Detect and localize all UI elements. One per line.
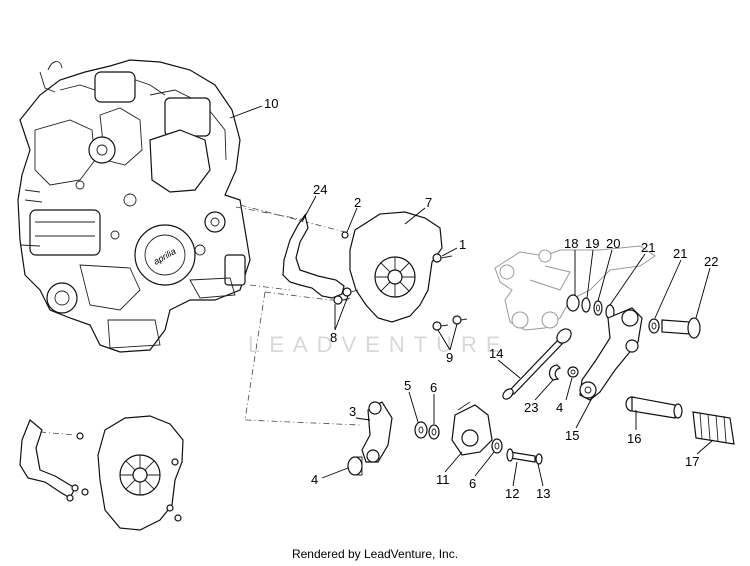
callout-10: 10 [264,96,278,111]
callout-6-lower: 6 [469,476,476,491]
callout-24: 24 [313,182,327,197]
bolt-1[interactable] [432,253,453,263]
gear-sensor[interactable] [451,401,493,456]
callout-6-upper: 6 [430,380,437,395]
callout-4-upper: 4 [556,400,563,415]
bolt-9[interactable] [432,315,468,331]
shift-arm[interactable] [361,401,393,463]
callout-1: 1 [459,237,466,252]
washer-20[interactable] [593,300,603,316]
callout-17: 17 [685,454,699,469]
shift-lever[interactable] [579,307,643,401]
bushing-18[interactable] [566,294,580,312]
callout-21-right: 21 [673,246,687,261]
leader-lines [229,105,714,487]
washer-6-lower[interactable] [491,438,503,454]
callout-3: 3 [349,404,356,419]
shift-rod[interactable] [501,326,574,401]
washer-13[interactable] [535,453,543,465]
screw-12[interactable] [506,448,536,463]
footer-credit: Rendered by LeadVenture, Inc. [291,547,459,561]
callout-9: 9 [446,350,453,365]
sprocket-cover[interactable] [349,211,443,323]
engine-assembly[interactable]: aprilia [17,59,251,353]
callout-21-left: 21 [641,240,655,255]
callout-14: 14 [489,346,503,361]
callouts: 10 24 2 7 1 8 9 18 19 20 21 21 22 14 23 … [264,96,718,501]
callout-13: 13 [536,486,550,501]
callout-16: 16 [627,431,641,446]
callout-8: 8 [330,330,337,345]
rubber-peg[interactable] [692,411,735,445]
peg-pin[interactable] [625,396,683,419]
pivot-pin[interactable] [661,317,701,339]
callout-12: 12 [505,486,519,501]
cover-assembly-lower[interactable] [19,415,184,531]
watermark: LEADVENTURE [248,332,510,357]
callout-22: 22 [704,254,718,269]
bushing-4-lower[interactable] [347,456,363,476]
washer-5[interactable] [414,421,428,439]
callout-19: 19 [585,236,599,251]
circlip[interactable] [548,364,562,381]
washer-21-right[interactable] [648,318,660,334]
callout-2: 2 [354,195,361,210]
nut-4-upper[interactable] [567,366,579,378]
callout-18: 18 [564,236,578,251]
callout-4-lower: 4 [311,472,318,487]
washer-2[interactable] [341,231,349,239]
callout-20: 20 [606,236,620,251]
callout-15: 15 [565,428,579,443]
callout-7: 7 [425,195,432,210]
callout-5: 5 [404,378,411,393]
callout-23: 23 [524,400,538,415]
bolt-8[interactable] [333,287,359,305]
gasket[interactable] [282,213,345,299]
washer-19[interactable] [581,297,591,313]
callout-11: 11 [436,472,450,487]
washer-6-upper[interactable] [428,424,440,440]
